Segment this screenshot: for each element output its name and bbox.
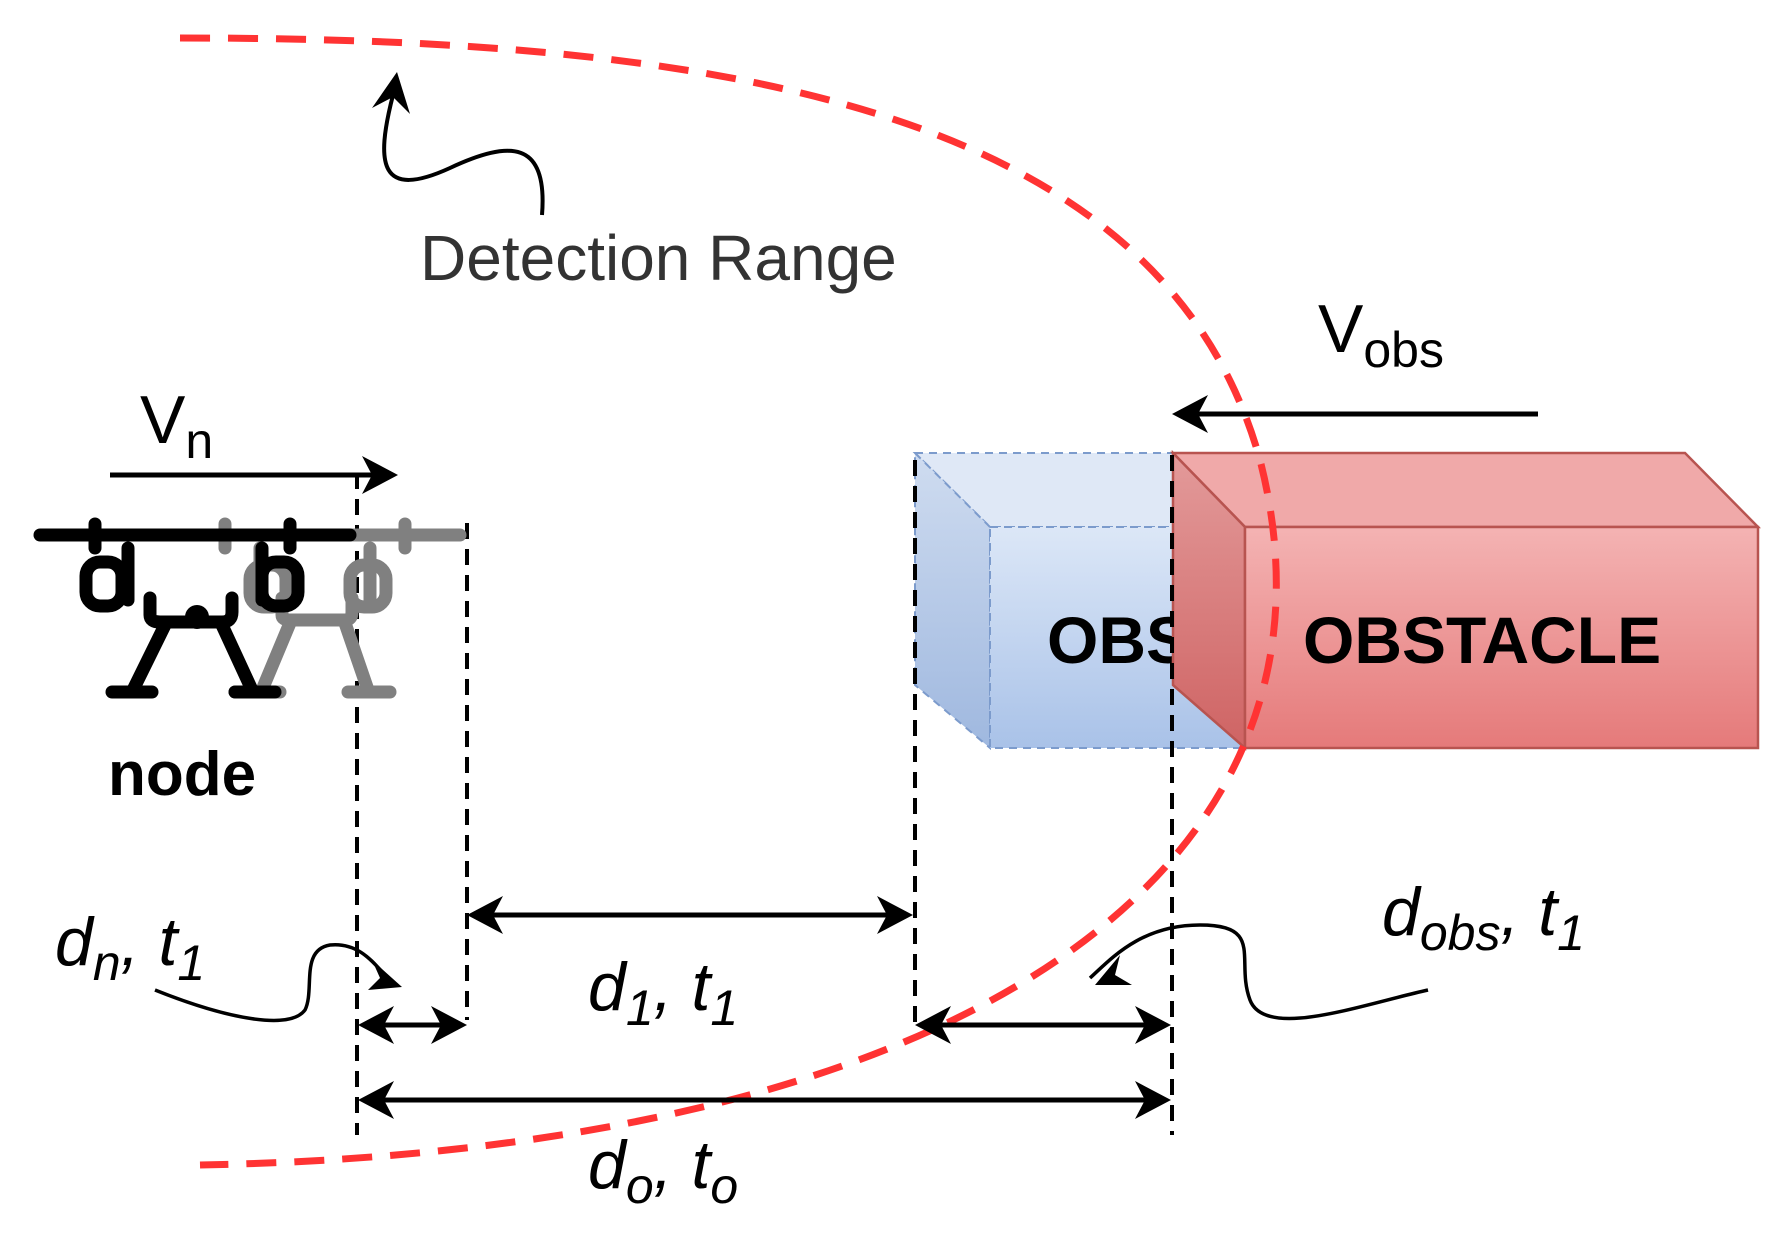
detection-range-boundary [179, 34, 1280, 1169]
detection-range-label: Detection Range [420, 222, 897, 294]
dobs-pointer [1088, 923, 1429, 1021]
node-label: node [108, 740, 256, 809]
dn-pointer-head [368, 960, 402, 990]
dim-arrow-dn [358, 1006, 467, 1044]
dobs-pointer-head [1095, 955, 1132, 985]
label-d1-t1: d1, t1 [588, 949, 738, 1036]
label-dobs-t1: dobs, t1 [1382, 874, 1585, 961]
dim-arrow-do [358, 1081, 1171, 1119]
dim-arrow-dobs [915, 1006, 1171, 1044]
velocity-obstacle-label: Vobs [1318, 291, 1444, 378]
drone-future-icon [163, 517, 467, 699]
dim-arrow-d1 [467, 896, 913, 934]
obstacle-ghost: OBS [912, 450, 1251, 751]
label-dn-t1: dn, t1 [55, 904, 205, 991]
obstacle-ghost-label: OBS [1047, 603, 1190, 677]
drone-icon [33, 517, 467, 699]
detection-range-pointer [382, 94, 545, 216]
velocity-obstacle-arrow [1172, 395, 1538, 433]
velocity-node-label: Vn [140, 382, 213, 469]
obstacle-label: OBSTACLE [1303, 603, 1661, 677]
reference-lines [355, 455, 1174, 1135]
label-do-to: do, to [588, 1127, 738, 1214]
dn-pointer [154, 943, 387, 1023]
detection-range-pointer-head [372, 72, 410, 114]
drone-current-icon [33, 517, 357, 699]
obstacle: OBSTACLE [1170, 449, 1761, 751]
velocity-node-arrow [110, 456, 398, 494]
